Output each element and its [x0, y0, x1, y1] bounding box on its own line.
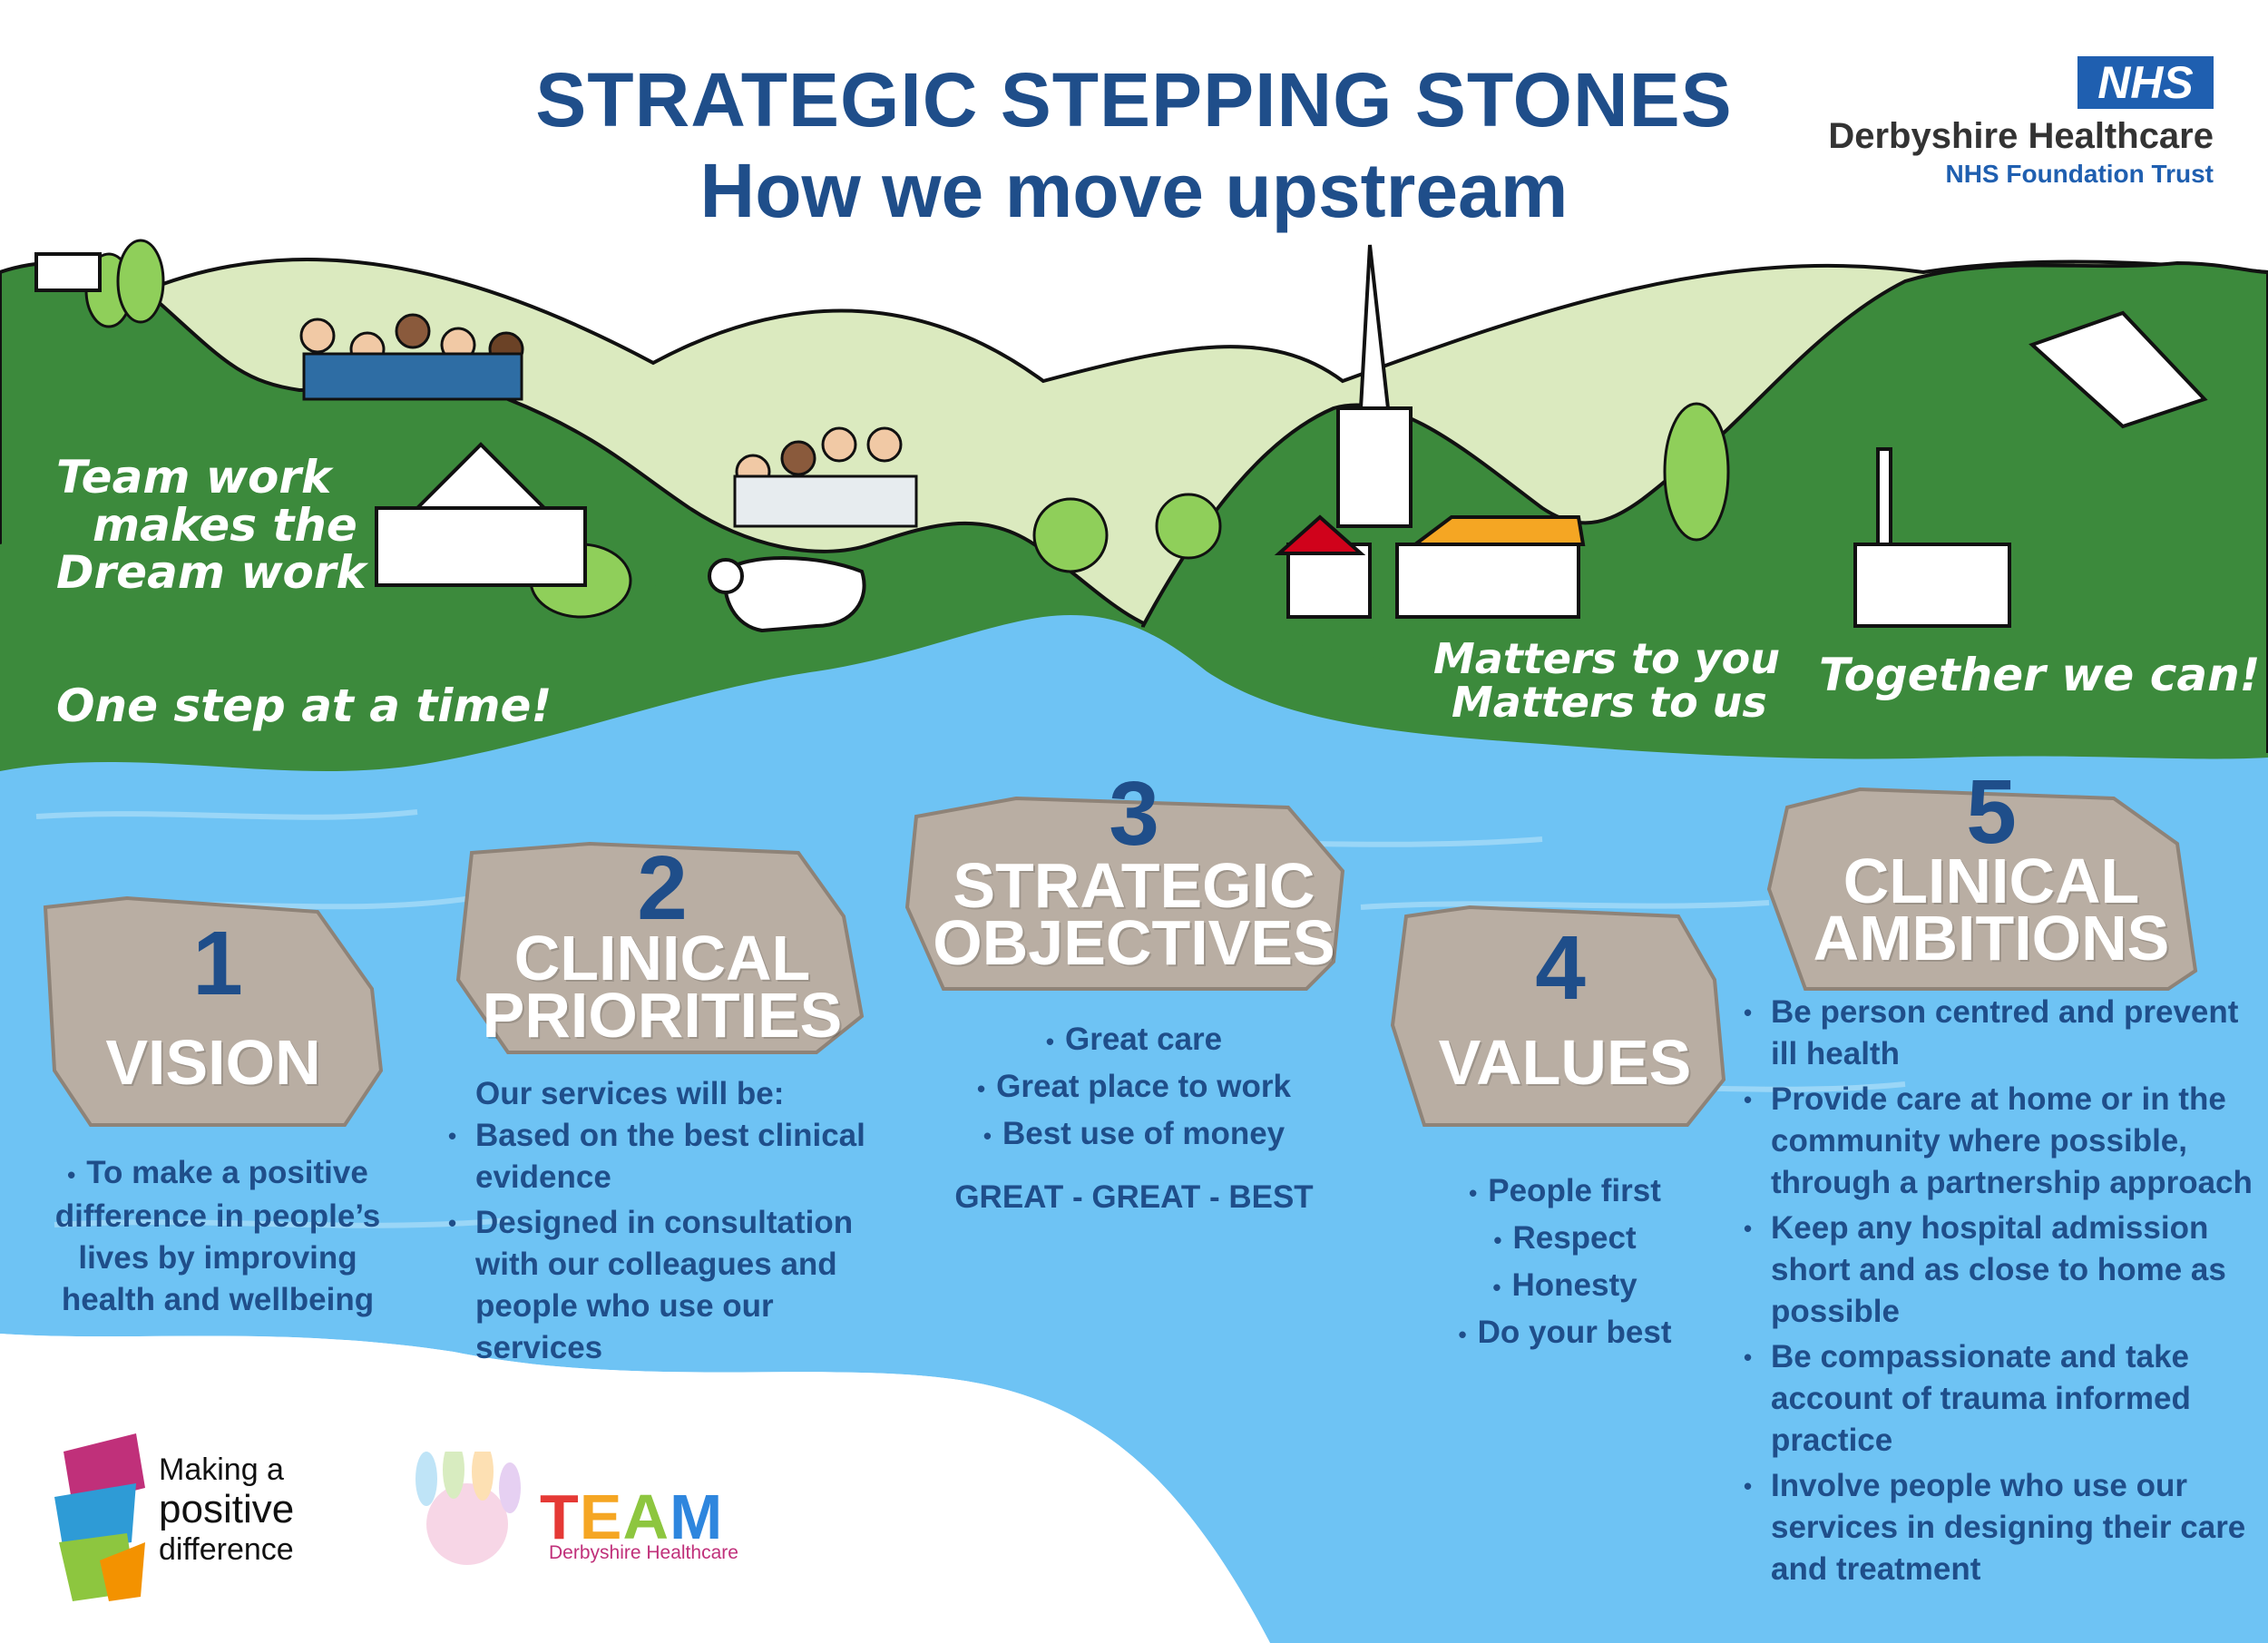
stone-label-line: OBJECTIVES [933, 907, 1335, 978]
ambition-item: Keep any hospital admission short and as… [1740, 1208, 2257, 1333]
page-subtitle: How we move upstream [699, 148, 1569, 233]
stone-label-line: STRATEGIC [953, 850, 1315, 921]
stone-4-number: 4 [1535, 917, 1586, 1019]
nhs-trust-name: NHS Foundation Trust [1945, 160, 2214, 188]
slogan-line: Matters to you [1433, 634, 1781, 683]
ambition-item: Involve people who use our services in d… [1740, 1465, 2257, 1590]
sheep [708, 556, 866, 633]
objective-item: Best use of money [907, 1113, 1361, 1157]
buildings [34, 244, 2208, 628]
stone-3-number: 3 [1109, 763, 1159, 865]
slogan-together: Together we can! [1819, 649, 2261, 701]
team-letter: E [579, 1482, 623, 1552]
objectives-motto: GREAT - GREAT - BEST [954, 1179, 1314, 1215]
stone-label-line: CLINICAL [1843, 846, 2140, 916]
priority-item: Based on the best clinical evidence [445, 1115, 880, 1198]
stone-5-label: CLINICAL AMBITIONS [1769, 846, 2214, 973]
stone-5 [1766, 787, 2198, 991]
stone-label-line: AMBITIONS [1813, 903, 2170, 973]
value-item: Honesty [1397, 1265, 1733, 1308]
stone-5-number: 5 [1966, 761, 2017, 863]
ambition-item: Provide care at home or in the community… [1740, 1079, 2257, 1204]
value-item: People first [1397, 1170, 1733, 1214]
stone-1 [43, 895, 384, 1127]
nhs-organisation: Derbyshire Healthcare [1828, 116, 2214, 156]
stone-3 [904, 796, 1345, 991]
slogan-line: Dream work [56, 546, 367, 599]
slogan-one-step: One step at a time! [56, 680, 552, 732]
stone-1-label: VISION [105, 1027, 321, 1098]
stone-2-number: 2 [637, 837, 688, 939]
value-item: Respect [1397, 1218, 1733, 1261]
team-logo-subtitle: Derbyshire Healthcare [549, 1542, 738, 1563]
priority-item: Designed in consultation with our collea… [445, 1202, 880, 1369]
team-logo-word: TEAM [540, 1481, 723, 1553]
stone-label-line: CLINICAL [513, 923, 811, 993]
slogan-line: Team work [56, 451, 332, 504]
stone-4-label: VALUES [1438, 1027, 1692, 1098]
stone-4 [1390, 905, 1726, 1127]
slogan-line: Matters to us [1452, 678, 1767, 728]
team-letter: M [670, 1482, 724, 1552]
ambition-item: Be person centred and prevent ill health [1740, 992, 2257, 1075]
mpd-line: difference [159, 1532, 294, 1567]
objective-item: Great care [907, 1019, 1361, 1062]
value-item: Do your best [1397, 1312, 1733, 1355]
ambitions-text: Be person centred and prevent ill health… [1740, 992, 2257, 1594]
people-group [299, 313, 918, 528]
ambition-item: Be compassionate and take account of tra… [1740, 1336, 2257, 1462]
vision-item: To make a positive difference in people’… [36, 1152, 399, 1321]
stone-label-line: PRIORITIES [482, 980, 843, 1051]
stone-3-label: STRATEGIC OBJECTIVES [907, 850, 1361, 978]
handprint-icon [415, 1452, 521, 1565]
paper-edge [0, 1334, 1270, 1643]
objectives-text: Great care Great place to work Best use … [907, 1019, 1361, 1218]
nhs-logo-badge: NHS [2077, 56, 2214, 109]
team-letter: A [622, 1482, 670, 1552]
stone-1-number: 1 [192, 913, 243, 1014]
values-text: People first Respect Honesty Do your bes… [1397, 1170, 1733, 1359]
page-title: STRATEGIC STEPPING STONES [535, 57, 1733, 142]
stone-2 [455, 841, 865, 1054]
priorities-intro: Our services will be: [475, 1076, 785, 1111]
team-letter: T [540, 1482, 580, 1552]
stone-2-label: CLINICAL PRIORITIES [458, 923, 866, 1051]
making-positive-difference-text: Making a positive difference [159, 1450, 294, 1570]
priorities-text: Our services will be: Based on the best … [445, 1073, 880, 1373]
mpd-line: positive [159, 1487, 295, 1531]
slogan-line: makes the [93, 498, 357, 552]
objective-item: Great place to work [907, 1066, 1361, 1110]
slogan-team-work: Team work makes the Dream work [56, 454, 367, 597]
mpd-logo-icon [54, 1433, 145, 1601]
mpd-line: Making a [159, 1452, 284, 1487]
stone-shapes [43, 787, 2198, 1127]
slogan-matters: Matters to you Matters to us [1433, 637, 1780, 725]
vision-text: To make a positive difference in people’… [36, 1152, 399, 1325]
